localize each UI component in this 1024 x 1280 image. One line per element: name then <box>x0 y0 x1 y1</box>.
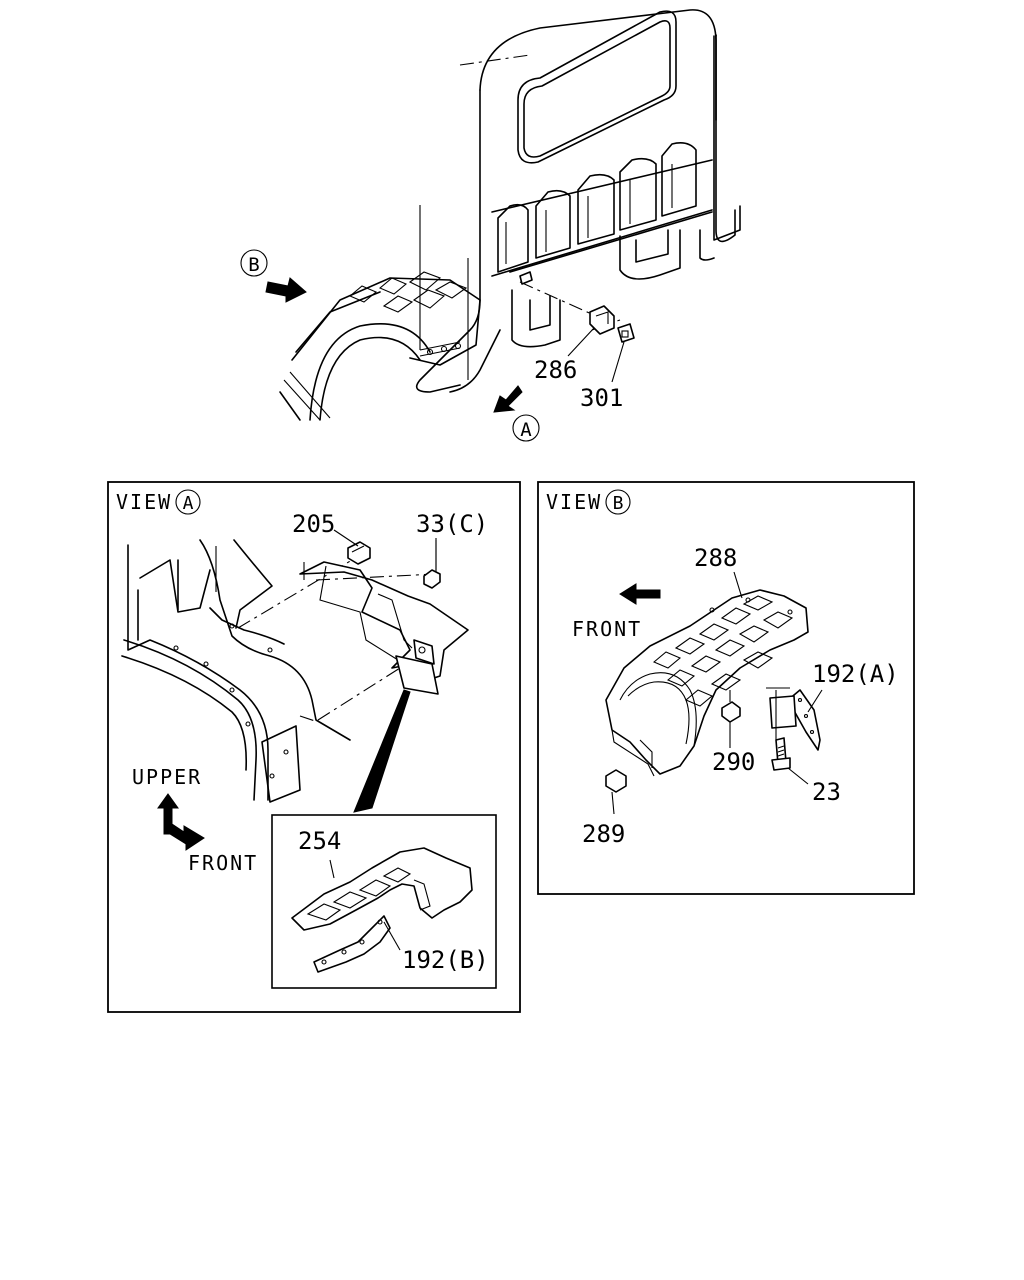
part-label-23: 23 <box>812 778 841 806</box>
marker-a-top: A <box>520 419 532 441</box>
view-a-marker: A <box>183 493 194 514</box>
part-label-301: 301 <box>580 384 623 412</box>
direction-front-label-b: FRONT <box>572 617 642 641</box>
view-a-detail-box <box>271 814 497 989</box>
marker-b-top: B <box>248 254 259 276</box>
part-label-289: 289 <box>582 820 625 848</box>
view-a-marker-circle <box>175 489 201 515</box>
marker-b-circle <box>240 249 268 277</box>
part-label-33c: 33(C) <box>416 510 488 538</box>
view-a-illustration <box>121 529 469 851</box>
view-b-marker-circle <box>605 489 631 515</box>
part-label-192a: 192(A) <box>812 660 899 688</box>
direction-upper-label: UPPER <box>132 765 202 789</box>
part-label-192b: 192(B) <box>402 946 489 974</box>
view-b-title: VIEW <box>546 490 602 514</box>
view-a-detail-illustration <box>291 847 473 973</box>
part-label-290: 290 <box>712 748 755 776</box>
view-b-marker: B <box>613 493 624 514</box>
view-b-illustration <box>605 571 823 815</box>
part-label-286: 286 <box>534 356 577 384</box>
part-label-254: 254 <box>298 827 341 855</box>
part-label-288: 288 <box>694 544 737 572</box>
view-a-title: VIEW <box>116 490 172 514</box>
cab-rear-illustration <box>240 9 741 442</box>
part-label-205: 205 <box>292 510 335 538</box>
view-a-frame <box>107 481 521 1013</box>
marker-a-circle <box>512 414 540 442</box>
direction-front-label-a: FRONT <box>188 851 258 875</box>
view-b-frame <box>537 481 915 895</box>
